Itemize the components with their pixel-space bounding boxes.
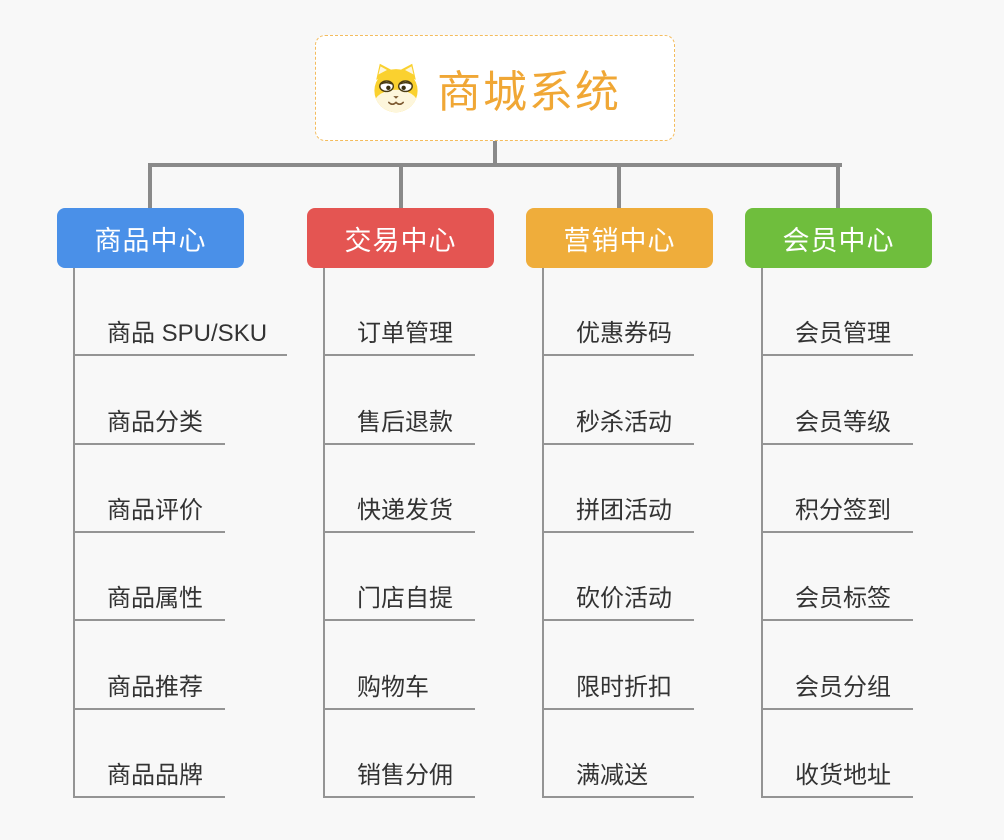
child-topic[interactable]: 商品分类 (75, 356, 225, 445)
child-topic-label: 满减送 (576, 761, 648, 789)
branch-children: 会员管理会员等级积分签到会员标签会员分组收货地址 (761, 268, 1004, 798)
root-node[interactable]: 商城系统 (315, 35, 675, 141)
branch-node-3[interactable]: 营销中心 (526, 208, 713, 268)
child-topic-label: 优惠券码 (576, 320, 672, 348)
child-topic-label: 商品属性 (107, 585, 203, 613)
child-topic[interactable]: 商品品牌 (75, 710, 225, 798)
branch-children: 商品 SPU/SKU 商品分类商品评价商品属性商品推荐商品品牌 (73, 268, 317, 798)
branch-node-label: 交易中心 (344, 225, 457, 256)
branch-node-label: 商品中心 (94, 225, 207, 256)
child-topic-label: 快递发货 (357, 496, 453, 524)
branch: 商品中心 商品 SPU/SKU 商品分类商品评价商品属性商品推荐商品品牌 (57, 208, 317, 798)
root-title: 商城系统 (437, 68, 621, 117)
child-topic-label: 订单管理 (357, 320, 453, 348)
child-topic[interactable]: 会员等级 (763, 356, 913, 445)
child-topic[interactable]: 商品属性 (75, 533, 225, 622)
child-topic-label: 商品推荐 (107, 673, 203, 701)
child-topic[interactable]: 拼团活动 (544, 445, 694, 533)
child-topic-label: 商品分类 (107, 408, 203, 436)
child-topic-label: 会员分组 (795, 673, 891, 701)
child-topic-label: 购物车 (357, 673, 429, 701)
branch: 会员中心 会员管理会员等级积分签到会员标签会员分组收货地址 (745, 208, 1004, 798)
child-topic[interactable]: 积分签到 (763, 445, 913, 533)
child-topic[interactable]: 秒杀活动 (544, 356, 694, 445)
child-topic-label: 砍价活动 (576, 585, 672, 613)
child-topic-label: 门店自提 (357, 585, 453, 613)
child-topic[interactable]: 售后退款 (325, 356, 475, 445)
child-topic-label: 会员标签 (795, 585, 891, 613)
branch-node-label: 营销中心 (563, 225, 676, 256)
dog-face-icon (374, 63, 418, 113)
child-topic-label: 积分签到 (795, 496, 891, 524)
child-topic[interactable]: 砍价活动 (544, 533, 694, 622)
child-topic-label: 商品品牌 (107, 761, 203, 789)
child-topic-label: 销售分佣 (357, 761, 453, 789)
child-topic-label: 限时折扣 (576, 673, 672, 701)
child-topic[interactable]: 快递发货 (325, 445, 475, 533)
child-topic[interactable]: 会员分组 (763, 621, 913, 710)
branch-node-2[interactable]: 交易中心 (307, 208, 494, 268)
child-topic[interactable]: 限时折扣 (544, 621, 694, 710)
child-topic-label: 商品 SPU/SKU (107, 320, 268, 348)
child-topic[interactable]: 购物车 (325, 621, 475, 710)
branch-node-4[interactable]: 会员中心 (745, 208, 932, 268)
branch-node-label: 会员中心 (782, 225, 895, 256)
child-topic[interactable]: 商品评价 (75, 445, 225, 533)
child-topic-label: 会员管理 (795, 320, 891, 348)
child-topic[interactable]: 会员标签 (763, 533, 913, 622)
branch-children: 优惠券码秒杀活动拼团活动砍价活动限时折扣满减送 (542, 268, 786, 798)
child-topic[interactable]: 会员管理 (763, 268, 913, 357)
child-topic[interactable]: 收货地址 (763, 710, 913, 798)
child-topic[interactable]: 商品 SPU/SKU (75, 268, 288, 357)
branch-children: 订单管理售后退款快递发货门店自提购物车销售分佣 (323, 268, 567, 798)
child-topic-label: 收货地址 (795, 761, 891, 789)
branch: 营销中心 优惠券码秒杀活动拼团活动砍价活动限时折扣满减送 (526, 208, 786, 798)
branch: 交易中心 订单管理售后退款快递发货门店自提购物车销售分佣 (307, 208, 567, 798)
child-topic[interactable]: 门店自提 (325, 533, 475, 622)
child-topic[interactable]: 订单管理 (325, 268, 475, 357)
child-topic[interactable]: 商品推荐 (75, 621, 225, 710)
child-topic-label: 商品评价 (107, 496, 203, 524)
child-topic-label: 会员等级 (795, 408, 891, 436)
child-topic-label: 秒杀活动 (576, 408, 672, 436)
child-topic[interactable]: 满减送 (544, 710, 694, 798)
branch-node-1[interactable]: 商品中心 (57, 208, 244, 268)
child-topic[interactable]: 销售分佣 (325, 710, 475, 798)
child-topic-label: 售后退款 (357, 408, 453, 436)
child-topic[interactable]: 优惠券码 (544, 268, 694, 357)
child-topic-label: 拼团活动 (576, 496, 672, 524)
